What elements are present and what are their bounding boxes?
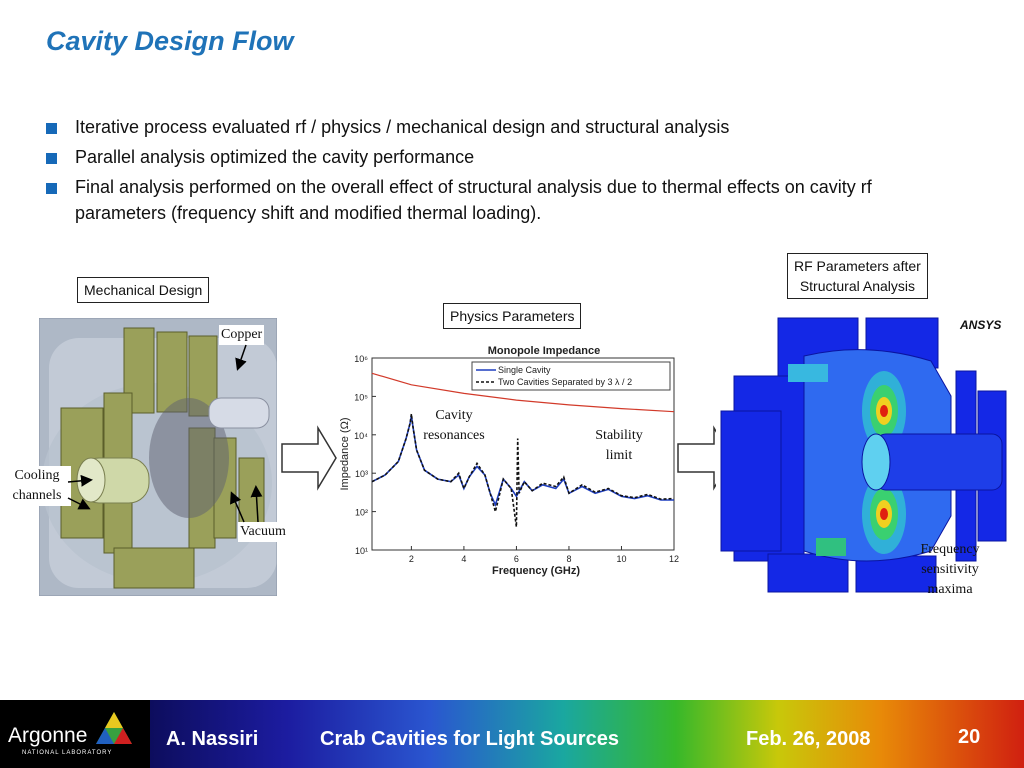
y-tick-label: 10⁴ (354, 431, 368, 441)
y-tick-label: 10⁶ (354, 354, 368, 364)
ansys-structural-image (716, 316, 1014, 594)
y-tick-label: 10² (355, 508, 368, 518)
bullet-item: Iterative process evaluated rf / physics… (46, 114, 976, 140)
x-tick-label: 8 (566, 554, 571, 564)
footer-talk-title: Crab Cavities for Light Sources (320, 728, 619, 750)
legend-two-cavities: Two Cavities Separated by 3 λ / 2 (498, 377, 632, 387)
cavity-resonances-label: Cavity resonances (423, 408, 485, 443)
y-tick-label: 10¹ (355, 546, 368, 556)
x-tick-label: 2 (409, 554, 414, 564)
argonne-logo: Argonne NATIONAL LABORATORY (0, 700, 150, 768)
chart-title: Monopole Impedance (488, 345, 600, 357)
argonne-wordmark: Argonne (8, 724, 88, 747)
bullet-item: Parallel analysis optimized the cavity p… (46, 144, 976, 170)
y-tick-label: 10³ (355, 469, 368, 479)
flow-arrow-1 (281, 425, 337, 491)
copper-label: Copper (219, 325, 265, 345)
legend (471, 361, 671, 391)
bullet-square-icon (46, 123, 57, 134)
x-tick-label: 6 (514, 554, 519, 564)
physics-parameters-label: Physics Parameters (443, 303, 582, 329)
argonne-subtitle: NATIONAL LABORATORY (22, 750, 113, 756)
footer-date: Feb. 26, 2008 (746, 728, 871, 750)
stability-limit-label: Stability limit (595, 428, 643, 463)
page-title: Cavity Design Flow (46, 26, 294, 56)
footer-author: A. Nassiri (166, 728, 259, 750)
mechanical-design-label: Mechanical Design (77, 277, 210, 303)
impedance-chart: Monopole Impedance 10¹ 10² 10³ 10⁴ 10⁵ 10⁶ 2 4 6… (339, 345, 679, 577)
mechanical-design-image (39, 318, 277, 596)
frequency-sensitivity-label: Frequency sensitivity maxima (920, 542, 980, 597)
ansys-logo: ANSYS (960, 318, 1002, 332)
y-axis-label: Impedance (Ω) (339, 417, 351, 490)
cooling-channels-label: Cooling channels (3, 466, 71, 506)
footer-bar: Argonne NATIONAL LABORATORY A. Nassiri C… (0, 700, 1024, 768)
vacuum-label: Vacuum (238, 522, 288, 542)
x-tick-label: 10 (616, 554, 626, 564)
rf-parameters-label: RF Parameters after Structural Analysis (787, 253, 928, 299)
bullet-item: Final analysis performed on the overall … (46, 174, 875, 226)
x-tick-label: 4 (461, 554, 466, 564)
bullet-square-icon (46, 153, 57, 164)
legend-single-cavity: Single Cavity (498, 365, 551, 375)
series-line-2 (371, 372, 675, 413)
argonne-triangle-icon (96, 712, 132, 744)
x-tick-label: 12 (669, 554, 679, 564)
x-axis-label: Frequency (GHz) (492, 565, 580, 577)
page-number: 20 (958, 726, 981, 748)
bullet-list: Iterative process evaluated rf / physics… (46, 114, 976, 230)
series-line-1 (371, 413, 675, 528)
bullet-square-icon (46, 183, 57, 194)
y-tick-label: 10⁵ (354, 392, 368, 402)
